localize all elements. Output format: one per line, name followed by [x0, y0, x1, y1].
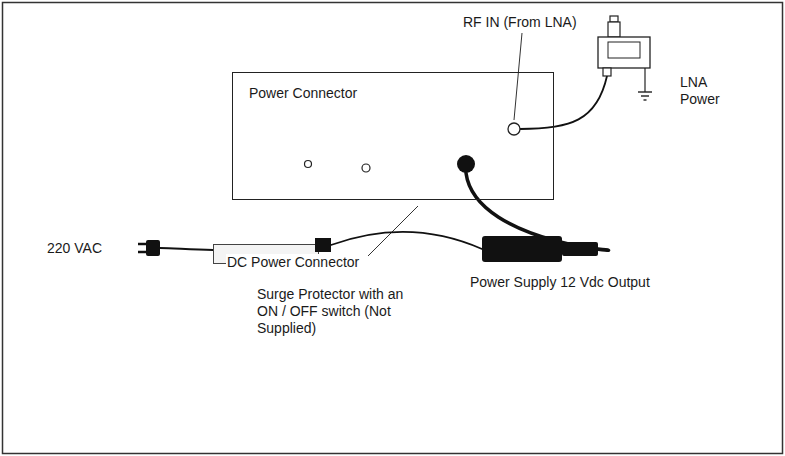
leader-line [368, 206, 418, 256]
node-label: Surge Protector with an ON / OFF switch … [257, 286, 417, 337]
dc-power-plug [457, 155, 475, 173]
ground-symbol [644, 99, 647, 100]
lna-drawing [590, 12, 680, 112]
output-connector [603, 68, 611, 76]
mains-cord [160, 248, 213, 250]
lna-device: LNA Power [590, 12, 740, 114]
ground-symbol [641, 95, 649, 96]
node-label: Power Connector [249, 85, 449, 102]
port-label: RF IN (From LNA) [462, 14, 578, 31]
panel-hole [305, 161, 312, 168]
rf-in-port [508, 123, 520, 135]
ground-symbol [638, 91, 652, 92]
input-connector [610, 16, 618, 22]
cable [520, 76, 607, 129]
surge-protector: Surge Protector with an ON / OFF switch … [205, 236, 421, 346]
lna-body [598, 37, 650, 68]
border [3, 3, 783, 454]
surge-socket [315, 238, 331, 252]
power-supply-plug [562, 242, 598, 256]
power-supply: Power Supply 12 Vdc Output [468, 236, 678, 297]
mains-plug [138, 240, 160, 256]
input-connector [608, 22, 620, 37]
ground-wire [644, 68, 645, 92]
voltage-label: 220 VAC [46, 240, 103, 257]
panel-hole [362, 164, 370, 172]
cable [331, 232, 482, 249]
node-label: Power Supply 12 Vdc Output [470, 274, 670, 291]
power-supply-block [482, 236, 562, 262]
leader-line [514, 33, 522, 120]
receiver-unit: Power Connector [232, 72, 554, 200]
node-label: LNA Power [680, 74, 730, 108]
lna-window [608, 42, 640, 58]
connector-label: DC Power Connector [226, 254, 360, 271]
